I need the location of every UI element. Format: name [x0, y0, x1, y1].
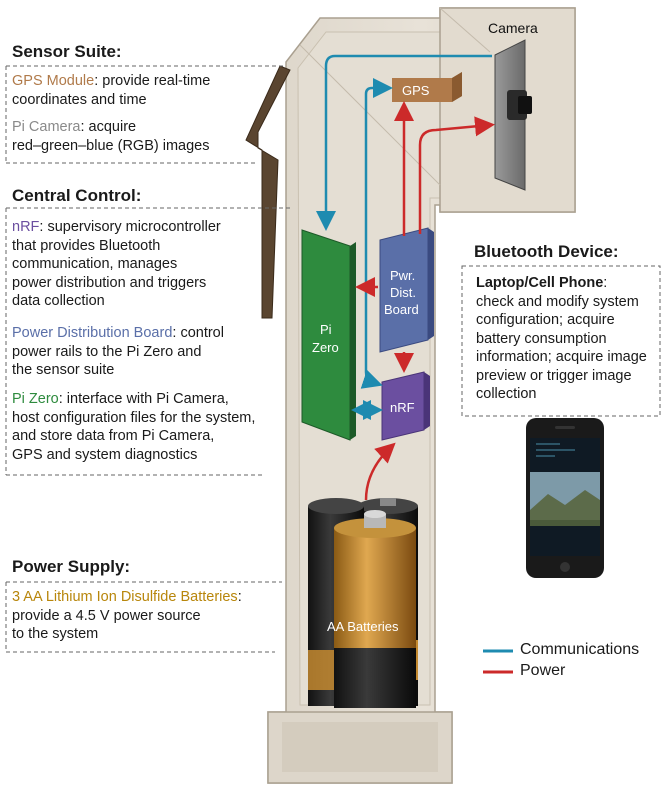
- legend: [483, 649, 513, 674]
- gps-module: GPS: [392, 72, 462, 102]
- pi-zero-label-1: Pi: [320, 322, 332, 337]
- pdb-desc-1: : control: [172, 325, 224, 341]
- piz-desc-1: : interface with Pi Camera,: [58, 391, 229, 407]
- bluetooth-title: Laptop/Cell Phone: [476, 275, 604, 291]
- gps-desc-1: : provide real-time: [94, 73, 211, 89]
- pdb-desc-3: the sensor suite: [12, 362, 115, 378]
- communications-lines: [316, 54, 492, 420]
- callout-borders: [5, 65, 661, 653]
- batteries-label: AA Batteries: [327, 619, 399, 634]
- camera-description: Pi Camera: acquire red–green–blue (RGB) …: [12, 118, 209, 155]
- nrf-desc-1: : supervisory microcontroller: [39, 219, 221, 235]
- nrf-desc-3: communication, manages: [12, 256, 178, 272]
- power-distribution-board: Pwr. Dist. Board: [379, 227, 434, 353]
- camera-module: Camera: [488, 20, 538, 191]
- nrf-label: nRF: [390, 400, 415, 415]
- nrf-description: nRF: supervisory microcontroller that pr…: [12, 218, 221, 311]
- gps-description: GPS Module: provide real-time coordinate…: [12, 72, 210, 109]
- camera-label: Camera: [488, 20, 538, 36]
- bluetooth-heading: Bluetooth Device:: [474, 242, 619, 261]
- pdb-label-3: Board: [384, 302, 419, 317]
- bat-desc-0: :: [237, 589, 242, 605]
- pi-zero-description: Pi Zero: interface with Pi Camera, host …: [12, 390, 255, 464]
- gps-desc-2: coordinates and time: [12, 91, 147, 108]
- nrf-module: nRF: [381, 371, 430, 441]
- legend-communications-label: Communications: [520, 641, 640, 658]
- nrf-desc-2: that provides Bluetooth: [12, 237, 161, 254]
- battery-description: 3 AA Lithium Ion Disulfide Batteries: pr…: [12, 588, 242, 644]
- pdb-desc-2: power rails to the Pi Zero and: [12, 343, 202, 360]
- pi-zero-board: Pi Zero: [301, 229, 356, 441]
- piz-desc-2: host configuration files for the system,: [12, 409, 256, 426]
- bt-desc-4: information; acquire image: [476, 349, 647, 365]
- battery-name: 3 AA Lithium Ion Disulfide Batteries: [12, 589, 238, 605]
- bt-desc-6: collection: [476, 386, 537, 402]
- pi-zero-name: Pi Zero: [12, 391, 59, 407]
- sensor-suite-heading: Sensor Suite:: [12, 42, 122, 61]
- power-supply-heading: Power Supply:: [12, 557, 131, 576]
- gps-label: GPS: [402, 83, 430, 98]
- phone-illustration: [526, 418, 604, 578]
- camera-name: Pi Camera: [12, 119, 81, 135]
- gps-name: GPS Module: [12, 73, 95, 89]
- pdb-description: Power Distribution Board: control power …: [12, 324, 224, 380]
- bt-desc-2: configuration; acquire: [476, 312, 615, 328]
- nrf-name: nRF: [12, 219, 40, 235]
- bt-desc-0: :: [603, 275, 608, 291]
- bat-desc-2: to the system: [12, 626, 99, 642]
- power-lines: [355, 101, 495, 501]
- pdb-name: Power Distribution Board: [12, 325, 173, 341]
- pdb-label-2: Dist.: [390, 285, 416, 300]
- central-control-heading: Central Control:: [12, 186, 142, 205]
- bt-desc-3: battery consumption: [476, 330, 607, 347]
- legend-power-label: Power: [520, 662, 566, 679]
- camera-desc-1: : acquire: [80, 119, 137, 135]
- camera-desc-2: red–green–blue (RGB) images: [12, 137, 210, 154]
- bt-desc-1: check and modify system: [476, 293, 639, 310]
- nrf-desc-5: data collection: [12, 293, 105, 309]
- bt-desc-5: preview or trigger image: [476, 367, 632, 384]
- pdb-label-1: Pwr.: [390, 268, 415, 283]
- battery-pack: AA Batteries: [308, 498, 418, 708]
- bat-desc-1: provide a 4.5 V power source: [12, 607, 201, 624]
- nrf-desc-4: power distribution and triggers: [12, 274, 207, 291]
- pi-zero-label-2: Zero: [312, 340, 339, 355]
- piz-desc-4: GPS and system diagnostics: [12, 446, 198, 463]
- piz-desc-3: and store data from Pi Camera,: [12, 428, 215, 444]
- bluetooth-description: Laptop/Cell Phone: check and modify syst…: [476, 274, 647, 404]
